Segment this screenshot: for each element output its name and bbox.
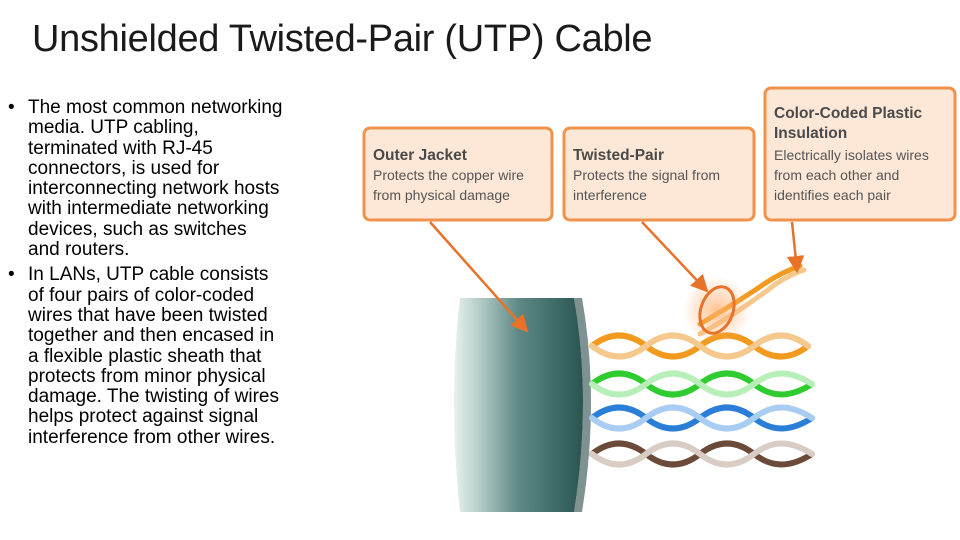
callout-outer-jacket: Outer Jacket Protects the copper wire fr… xyxy=(362,126,554,222)
callout-title: Color-Coded Plastic xyxy=(774,105,923,122)
callout-desc: Electrically isolates wires xyxy=(774,147,929,163)
callout-title: Twisted-Pair xyxy=(573,147,664,164)
bullet-line: damage. The twisting of wires xyxy=(28,386,279,408)
callout-title: Insulation xyxy=(774,125,847,142)
bullet-line: helps protect against signal xyxy=(28,406,259,428)
bullet-line: devices, such as switches xyxy=(28,218,247,240)
bullet-line: wires that have been twisted xyxy=(28,304,268,326)
bullet-line: The most common networking xyxy=(28,97,283,118)
bullet-line: with intermediate networking xyxy=(28,198,269,220)
callout-desc: Protects the signal from xyxy=(573,167,720,183)
callout-color-coded-insulation: Color-Coded Plastic Insulation Electrica… xyxy=(763,86,957,222)
bullet-line: interference from other wires. xyxy=(28,426,276,448)
pair-brown xyxy=(589,440,815,468)
bullet-item-lans: • In LANs, UTP cable consists of four pa… xyxy=(8,265,353,448)
outer-jacket-shape xyxy=(454,298,591,512)
bullet-line: together and then encased in xyxy=(28,325,275,347)
bullet-line: protects from minor physical xyxy=(28,365,266,387)
bullet-line: connectors, is used for xyxy=(28,157,220,179)
bullet-list: • The most common networking media. UTP … xyxy=(8,97,353,453)
arrow-insulation xyxy=(786,221,805,274)
callout-desc: from each other and xyxy=(774,167,899,183)
bullet-dot-icon: • xyxy=(8,264,15,286)
bullet-line: terminated with RJ-45 xyxy=(28,137,213,159)
callout-desc: Protects the copper wire xyxy=(373,167,524,183)
bullet-line: of four pairs of color-coded xyxy=(28,284,255,306)
utp-cable-diagram: Outer Jacket Protects the copper wire fr… xyxy=(360,84,960,534)
callout-desc: from physical damage xyxy=(373,187,510,203)
pair-blue xyxy=(589,404,815,432)
callout-desc: identifies each pair xyxy=(774,187,891,203)
bullet-line: In LANs, UTP cable consists xyxy=(28,264,269,286)
arrow-twisted-pair xyxy=(641,221,709,293)
bullet-line: and routers. xyxy=(28,239,130,261)
arrow-outer-jacket xyxy=(429,221,529,333)
bullet-dot-icon: • xyxy=(8,97,15,118)
callout-twisted-pair: Twisted-Pair Protects the signal from in… xyxy=(562,126,756,222)
slide-title: Unshielded Twisted-Pair (UTP) Cable xyxy=(32,18,653,60)
bullet-line: interconnecting network hosts xyxy=(28,178,280,200)
bullet-line: media. UTP cabling, xyxy=(28,117,199,139)
callout-desc: interference xyxy=(573,187,647,203)
callout-title: Outer Jacket xyxy=(373,147,467,164)
bullet-item-media: • The most common networking media. UTP … xyxy=(8,97,353,261)
bullet-line: a flexible plastic sheath that xyxy=(28,345,262,367)
utp-cable-illustration: Outer Jacket Protects the copper wire fr… xyxy=(362,86,957,512)
twist-highlight-ring xyxy=(683,276,751,344)
pair-green xyxy=(589,370,815,398)
